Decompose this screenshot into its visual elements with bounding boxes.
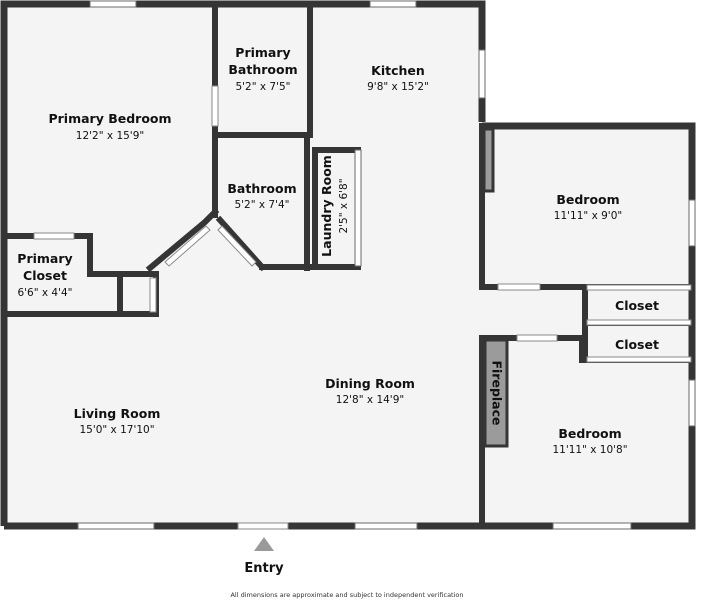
room-dims-bathroom: 5'2" x 7'4"	[234, 199, 289, 211]
room-dims-primary-bedroom: 12'2" x 15'9"	[76, 130, 144, 142]
room-dims-primary-bathroom: 5'2" x 7'5"	[235, 81, 290, 93]
room-name-primary-closet-line1: Primary	[17, 251, 72, 266]
fireplace-label: Fireplace	[490, 360, 505, 425]
door-openings	[33, 85, 692, 363]
room-name-living-room: Living Room	[74, 406, 161, 421]
room-dims-dining-room: 12'8" x 14'9"	[336, 394, 404, 406]
disclaimer-text: All dimensions are approximate and subje…	[230, 591, 463, 599]
fireplace-blocks	[482, 127, 509, 448]
room-name-closet-lower: Closet	[615, 337, 659, 352]
room-name-bedroom-lower: Bedroom	[558, 426, 621, 441]
room-dims-kitchen: 9'8" x 15'2"	[367, 81, 429, 93]
room-name-primary-closet-line2: Closet	[23, 268, 67, 283]
room-dims-primary-closet: 6'6" x 4'4"	[17, 287, 72, 299]
room-name-bedroom-upper: Bedroom	[556, 192, 619, 207]
room-name-bathroom: Bathroom	[227, 181, 296, 196]
room-name-kitchen: Kitchen	[371, 63, 425, 78]
room-dims-living-room: 15'0" x 17'10"	[79, 424, 154, 436]
room-dims-laundry-room: 2'5" x 6'8"	[338, 178, 350, 233]
room-name-primary-bedroom: Primary Bedroom	[48, 111, 171, 126]
room-name-laundry-room: Laundry Room	[319, 155, 334, 257]
room-name-dining-room: Dining Room	[325, 376, 415, 391]
room-name-primary-bathroom-line1: Primary	[235, 45, 290, 60]
room-dims-bedroom-lower: 11'11" x 10'8"	[552, 444, 627, 456]
room-name-primary-bathroom-line2: Bathroom	[228, 62, 297, 77]
entry-door	[237, 522, 289, 530]
room-dims-bedroom-upper: 11'11" x 9'0"	[554, 210, 622, 222]
entry-arrow-icon[interactable]	[254, 537, 274, 551]
windows	[77, 0, 696, 530]
room-name-closet-upper: Closet	[615, 298, 659, 313]
entry-label: Entry	[244, 561, 284, 576]
